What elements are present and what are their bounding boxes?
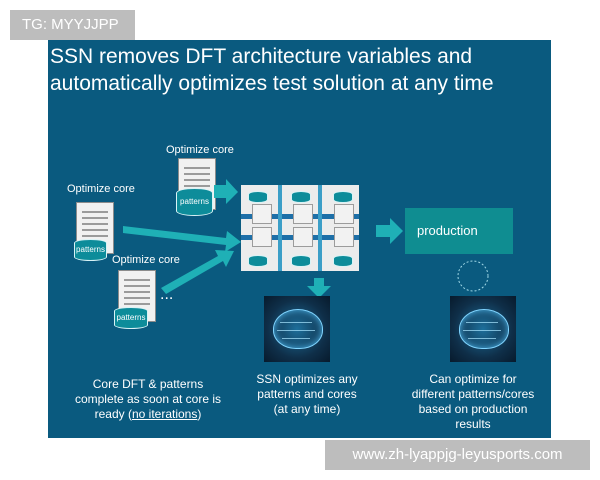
caption-middle: SSN optimizes any patterns and cores (at… (256, 372, 358, 416)
brain-image-middle (264, 296, 330, 362)
arrow-top-core (214, 179, 238, 204)
arrows-layer (123, 179, 489, 298)
arrow-bottom-core (161, 250, 234, 294)
optimize-core-label-top: Optimize core (166, 144, 234, 156)
production-box: production (405, 208, 513, 254)
patterns-cylinder-left: patterns (74, 239, 107, 261)
caption-left-line-2: complete as soon at core is (74, 392, 222, 406)
caption-left-line-1: Core DFT & patterns (92, 377, 204, 391)
caption-left-prefix: ready ( (94, 407, 132, 421)
slide-title: SSN removes DFT architecture variables a… (50, 45, 494, 95)
bottom-watermark: www.zh-lyappjg-leyusports.com (325, 440, 590, 470)
arrow-left-core (123, 226, 241, 252)
patterns-cylinder-top: patterns (176, 188, 213, 216)
caption-left: Core DFT & patterns complete as soon at … (68, 377, 228, 422)
no-iterations-text: no iterations (131, 407, 198, 421)
ssn-network (241, 185, 359, 271)
optimize-core-label-left: Optimize core (67, 183, 135, 195)
caption-right: Can optimize for different patterns/core… (411, 372, 535, 431)
caption-left-line-3: ready (no iterations) (68, 407, 228, 422)
top-watermark: TG: MYYJJPP (10, 10, 135, 40)
caption-left-suffix: ) (197, 407, 202, 421)
slide: SSN removes DFT architecture variables a… (48, 40, 551, 438)
arrow-to-ssn (307, 278, 331, 298)
patterns-cylinder-bottom: patterns (114, 307, 148, 329)
optimize-core-label-bottom: Optimize core (112, 254, 180, 266)
arrow-to-production (376, 218, 403, 244)
loop-indicator (457, 260, 489, 292)
brain-image-right (450, 296, 516, 362)
